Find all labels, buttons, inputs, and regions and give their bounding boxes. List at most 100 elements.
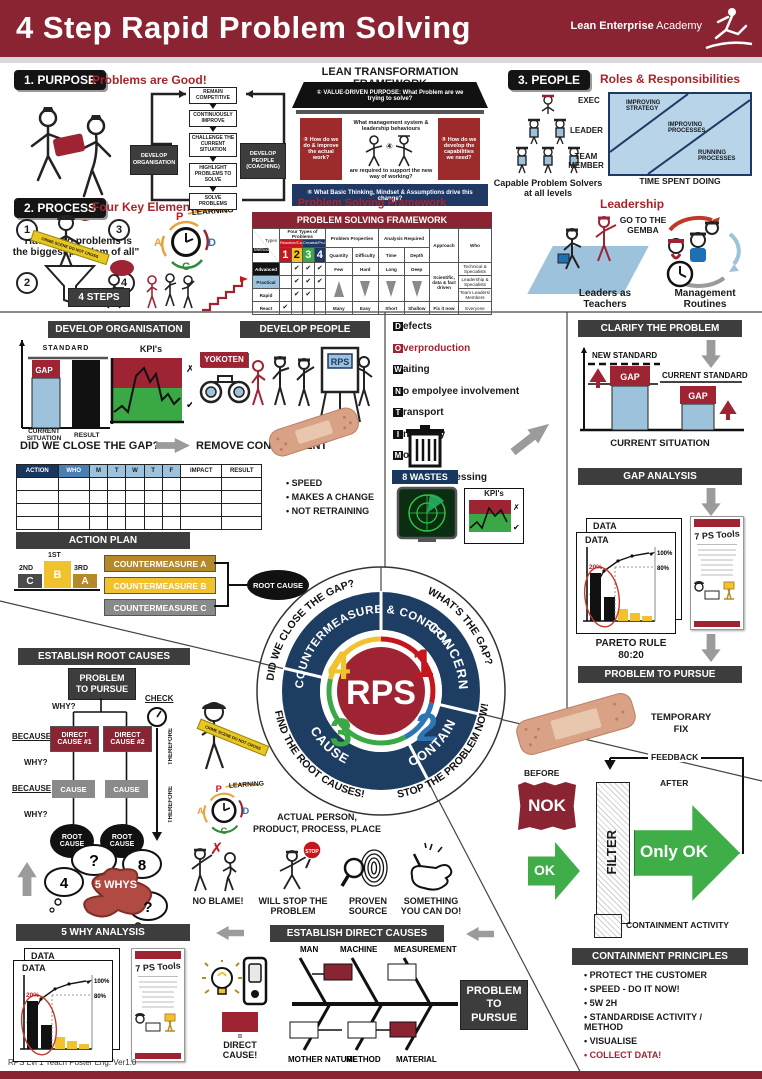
fish-man: MAN xyxy=(300,945,318,954)
fish-machine: MACHINE xyxy=(340,945,378,954)
principle-visualise: VISUALISE xyxy=(584,1036,752,1046)
brand-light: Academy xyxy=(656,20,702,32)
psf-heading: Problem Solving Framework xyxy=(297,197,447,209)
psf-approach-main: Scientific, data & fact driven xyxy=(429,262,459,303)
fish-material: MATERIAL xyxy=(396,1055,437,1064)
psf-cell: ✔ xyxy=(313,262,326,277)
ltf-lintel xyxy=(296,110,484,114)
bubble-4: 4 xyxy=(60,875,69,892)
root-cause-1-text: ROOT CAUSE xyxy=(59,834,85,848)
psf-time: Time xyxy=(378,247,405,264)
clarify-title: CLARIFY THE PROBLEM xyxy=(600,323,720,334)
yokoten-box: YOKOTEN xyxy=(200,352,248,367)
ltf-center-num: ④ xyxy=(386,142,393,151)
psf-top-deep: Deep xyxy=(403,262,430,277)
psf-bottom-short: Short xyxy=(378,301,405,316)
containment-principles-bar: CONTAINMENT PRINCIPLES xyxy=(572,948,748,965)
flow-arrow-3 xyxy=(209,156,217,162)
psf-sub-reactive: Reactive/Caused xyxy=(279,239,303,249)
why-pareto-front-card: DATA 100% 80% 20% xyxy=(13,960,113,1062)
problem-to-pursue-box: PROBLEM TO PURSUE xyxy=(68,668,136,700)
pareto-rule-line1: PARETO RULE xyxy=(595,638,667,649)
psf-title: PROBLEM SOLVING FRAMEWORK xyxy=(296,215,448,225)
psf-cell xyxy=(313,288,326,303)
psf-sub-created: Created/Proactive xyxy=(302,239,326,249)
actual-person-line1: ACTUAL PERSON, xyxy=(277,812,357,822)
action-plan-title: ACTION PLAN xyxy=(68,535,138,546)
ps-tools-2-title: 7 PS Tools xyxy=(135,960,181,974)
roles-chart-lines xyxy=(609,93,751,175)
psf-num-3: 3 xyxy=(302,247,315,264)
team-stairs-illustration xyxy=(146,273,248,312)
fishbone-diagram: MAN MACHINE MEASUREMENT MOTHER NATURE ME… xyxy=(288,945,458,1064)
root-tree-lines xyxy=(72,698,128,825)
wheel-num-2: 2 xyxy=(416,706,438,750)
kpi-card-cross: ✗ xyxy=(513,503,520,512)
psf-num-1: 1 xyxy=(279,247,292,264)
after-label: AFTER xyxy=(660,778,689,788)
fingerprint-magnifier-icon xyxy=(340,849,388,887)
filter-label: FILTER xyxy=(604,830,619,875)
psf-who-h: Who xyxy=(458,227,492,264)
running-man-icon xyxy=(705,8,753,50)
no-blame-cross: ✗ xyxy=(210,842,223,858)
feedback-label: FEEDBACK xyxy=(648,752,702,762)
pdca-d: D xyxy=(208,237,216,249)
pdca-cycle-small: P D C A LEARNING xyxy=(197,780,264,836)
psf-approach-h: Approach xyxy=(429,227,459,264)
roles-xlabel: TIME SPENT DOING xyxy=(639,176,721,186)
brand-logo: Lean Enterprise Academy xyxy=(571,20,702,32)
flow-box-challenge-situation: CHALLENGE THE CURRENT SITUATION xyxy=(189,133,237,157)
ltf-base: ⑤ What Basic Thinking, Mindset & Assumpt… xyxy=(292,184,488,206)
action-row xyxy=(16,503,262,517)
ok-text: OK xyxy=(534,862,555,878)
only-ok-text: Only OK xyxy=(640,842,709,861)
therefore-1: THEREFORE xyxy=(168,728,174,766)
depth-triangle xyxy=(411,280,422,297)
bubble-q1: ? xyxy=(89,853,99,870)
psf-title-bar: PROBLEM SOLVING FRAMEWORK xyxy=(252,212,492,228)
psf-row-practical: Practical xyxy=(252,275,280,290)
flow-box-continuously-improve: CONTINUOUSLY IMPROVE xyxy=(189,110,237,127)
cause-1-text: CAUSE xyxy=(60,784,87,794)
five-why-analysis-title: 5 WHY ANALYSIS xyxy=(61,927,145,938)
roles-row-team-member: TEAM MEMBER xyxy=(568,152,604,170)
why-pareto-80: 80% xyxy=(94,994,107,1000)
establish-direct-causes-bar: ESTABLISH DIRECT CAUSES xyxy=(270,925,444,942)
no-blame-figures: ✗ xyxy=(191,842,237,892)
switch-icon xyxy=(242,956,268,1006)
five-whys-text: 5 WHYS xyxy=(95,879,137,891)
develop-people-title: DEVELOP PEOPLE xyxy=(259,324,351,335)
management-routines-label: Management Routines xyxy=(674,288,736,310)
containment-principles-title: CONTAINMENT PRINCIPLES xyxy=(592,951,728,962)
action-table-wrap: ACTION WHO M T W T F IMPACT RESULT xyxy=(16,464,262,530)
problem-to-pursue-text: PROBLEM TO PURSUE xyxy=(75,673,129,694)
pareto-chart: 100% 80% 20% xyxy=(583,547,673,628)
wheel-num-1: 1 xyxy=(412,642,434,686)
people-badge: 3. PEOPLE xyxy=(508,70,591,90)
pareto-20: 20% xyxy=(589,564,602,571)
pdca-c: C xyxy=(182,261,190,272)
rps-center-label: RPS xyxy=(346,674,416,712)
footer-strip xyxy=(0,1071,762,1079)
direct-cause-1-box: DIRECT CAUSE #1 xyxy=(50,726,99,752)
containment-activity-label: CONTAINMENT ACTIVITY xyxy=(626,920,729,930)
check-arrow-line xyxy=(152,728,162,841)
psf-top-few: Few xyxy=(325,262,353,277)
five-whys-bubbles: ? 4 8 ? 5 WHYS xyxy=(44,844,168,930)
direct-cause-1-text: DIRECT CAUSE #1 xyxy=(57,732,92,746)
purpose-heading: Problems are Good! xyxy=(92,73,207,87)
people-heading: Roles & Responsibilities xyxy=(600,72,741,86)
kpi-check-mark: ✔ xyxy=(186,400,192,411)
something-you-can-do-label: SOMETHING YOU CAN DO! xyxy=(400,896,462,916)
five-whys-cloud-line1: 5 WHYS xyxy=(95,879,137,891)
pdca2-learning: LEARNING xyxy=(229,780,264,789)
direct-cause-2-text: DIRECT CAUSE #2 xyxy=(110,732,145,746)
waste-text: aiting xyxy=(403,364,430,375)
psf-cell xyxy=(302,301,315,316)
close-gap-question: DID WE CLOSE THE GAP? xyxy=(20,440,160,452)
kpi-card-check: ✔ xyxy=(513,523,520,532)
stop-sign-text: STOP xyxy=(305,849,319,855)
